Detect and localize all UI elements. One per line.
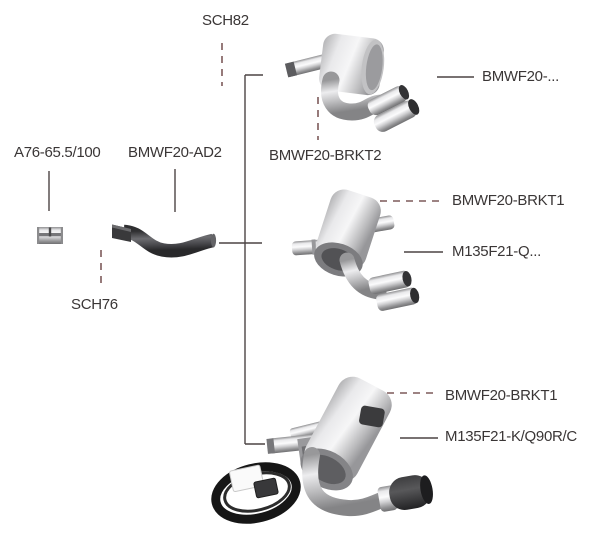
valve-cable-kit-illustration: [211, 462, 301, 524]
part-label-sch82: SCH82: [202, 12, 249, 29]
solid-leader-lines: [48, 74, 474, 445]
part-label-brkt1-mid: BMWF20-BRKT1: [452, 192, 565, 209]
part-label-sch76: SCH76: [71, 296, 118, 313]
part-label-muffler-bottom: M135F21-K/Q90R/C: [445, 428, 577, 445]
part-label-a76: A76-65.5/100: [14, 144, 101, 161]
part-label-brkt2: BMWF20-BRKT2: [269, 147, 382, 164]
rear-muffler-bottom-illustration: [211, 376, 433, 524]
part-label-muffler-mid: M135F21-Q...: [452, 243, 541, 260]
part-label-ad2: BMWF20-AD2: [128, 144, 222, 161]
dashed-leader-lines: [100, 43, 444, 394]
rear-muffler-middle-illustration: [291, 189, 420, 311]
part-label-muffler-top: BMWF20-...: [482, 68, 560, 85]
part-label-brkt1-bottom: BMWF20-BRKT1: [445, 387, 558, 404]
rear-muffler-top-illustration: [284, 33, 420, 132]
connector-sleeve-illustration: [37, 227, 63, 244]
adapter-pipe-illustration: [112, 224, 217, 258]
